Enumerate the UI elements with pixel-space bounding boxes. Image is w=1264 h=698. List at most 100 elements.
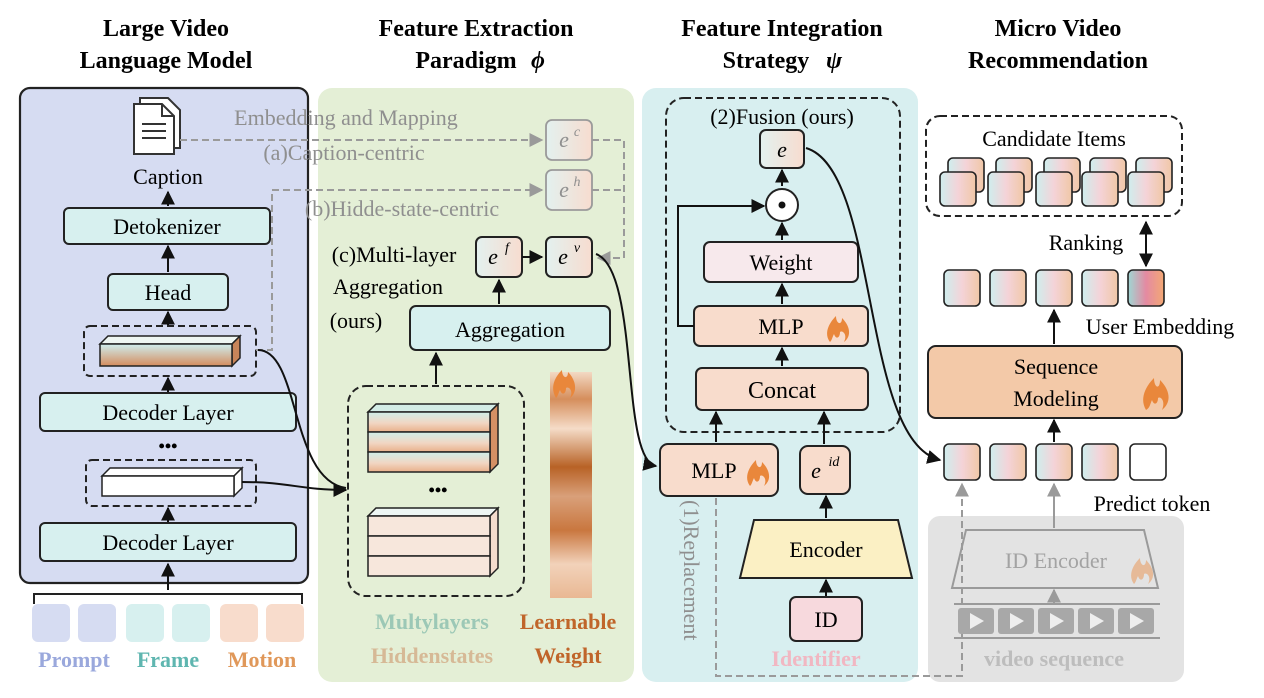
sequence-modeling-label-2: Modeling [1013,386,1099,411]
hidden-stack-upper [366,402,500,474]
multilayer-ellipsis: ••• [429,480,448,500]
ranking-label: Ranking [1049,230,1124,255]
skip-connection-arrow [677,199,766,327]
candidate-tokens [939,157,1173,207]
e-v-box [545,236,593,278]
e-v-base: e [558,244,568,269]
learnable-weight-bar [550,372,592,598]
concat-label: Concat [748,378,816,404]
llm-ellipsis: ••• [159,436,178,456]
flame-icon-weight [553,370,576,398]
ev-to-mlp-arrow [595,253,658,471]
detokenizer-box [63,207,271,245]
extraction-title-line2: Paradigm [415,48,516,74]
e-c-base: e [559,127,569,152]
fusion-to-token-arrow [805,147,942,464]
mvr-title-line1: Micro Video [995,16,1122,42]
head-label: Head [145,280,191,305]
e-id-sup: id [829,455,841,470]
flame-icon-mlp-top [827,316,850,342]
id-label: ID [814,607,837,632]
extraction-title-line1: Feature Extraction [379,16,574,42]
multilayers-label-2: Hiddenstates [371,643,494,668]
user-embedding-tokens [943,269,1165,307]
replacement-label: (1)Replacement [679,500,704,641]
motion-token-2 [266,604,304,642]
multi-layer-label-1: (c)Multi-layer [332,242,457,267]
learnable-label-1: Learnable [520,609,617,634]
encoder-trapezoid [738,519,914,579]
caption-centric-label: (a)Caption-centric [263,140,424,165]
e-c-sup: c [574,125,581,140]
concat-box [695,367,869,411]
prompt-token-1 [32,604,70,642]
motion-token-1 [220,604,258,642]
flame-icon-mlp-left [747,460,770,486]
mlp-left-label: MLP [691,458,736,483]
phi-symbol: ϕ [531,48,545,74]
multi-layer-label-3: (ours) [330,308,383,333]
e-f-sup: f [505,241,511,256]
integration-title-line1: Feature Integration [681,16,883,42]
caption-label: Caption [133,164,203,189]
e-h-base: e [559,177,569,202]
hidden-state-block [98,334,242,368]
hidden-to-multilayer-curve [257,349,347,489]
sequence-modeling-label-1: Sequence [1014,354,1098,379]
flame-icon-id-encoder [1131,558,1154,584]
id-encoder-trapezoid [950,529,1160,589]
e-v-sup: v [574,241,581,256]
input-hidden-dashed-box [85,459,257,507]
frame-label: Frame [137,647,200,672]
id-box [789,596,863,642]
input-to-multilayer-arrow [241,481,348,497]
input-sequence-tokens [943,443,1167,481]
decoder-layer-top-label: Decoder Layer [102,400,234,425]
replacement-path [715,482,969,677]
decoder-layer-bottom [39,522,297,562]
motion-label: Motion [228,647,296,672]
candidate-items-label: Candidate Items [982,126,1126,151]
detokenizer-label: Detokenizer [113,214,221,239]
multilayers-label-1: Multylayers [375,609,489,634]
e-f-box [475,236,523,278]
hidden-state-centric-label: (b)Hidde-state-centric [305,196,499,221]
hadamard-dot [778,201,786,209]
fusion-label: (2)Fusion (ours) [710,104,854,129]
multilayer-dashed-box [347,385,525,597]
e-h-box [545,169,593,211]
ec-to-ev-path [592,139,625,265]
integration-title-line2: Strategy [723,48,810,74]
video-sequence-label: video sequence [984,646,1124,671]
learnable-label-2: Weight [534,643,602,668]
frame-token-1 [126,604,164,642]
multi-layer-label-2: Aggregation [333,274,443,299]
e-id-box [799,445,851,495]
e-h-sup: h [574,175,581,190]
user-embedding-label: User Embedding [1086,314,1234,339]
input-bracket [33,593,303,604]
aggregation-box [409,305,611,351]
weight-box [703,241,859,283]
e-id-base: e [811,458,821,483]
prompt-label: Prompt [38,647,110,672]
flame-icon-sequence [1143,378,1169,410]
video-frames-strip [954,603,1160,639]
e-f-base: e [488,244,498,269]
e-output-box [759,129,805,169]
weight-label: Weight [750,250,813,275]
input-hidden-block [100,466,244,498]
fusion-dashed-box [665,97,901,433]
aggregation-label: Aggregation [455,317,565,342]
id-encoder-label: ID Encoder [1005,548,1108,573]
sequence-modeling-box [927,345,1183,419]
llm-title-line1: Large Video [103,16,229,42]
encoder-label: Encoder [789,537,863,562]
predict-token-label: Predict token [1094,491,1211,516]
candidate-dashed-box [925,115,1183,217]
hidden-stack-lower [366,506,500,578]
hidden-state-path [256,183,544,351]
mlp-top-label: MLP [758,314,803,339]
